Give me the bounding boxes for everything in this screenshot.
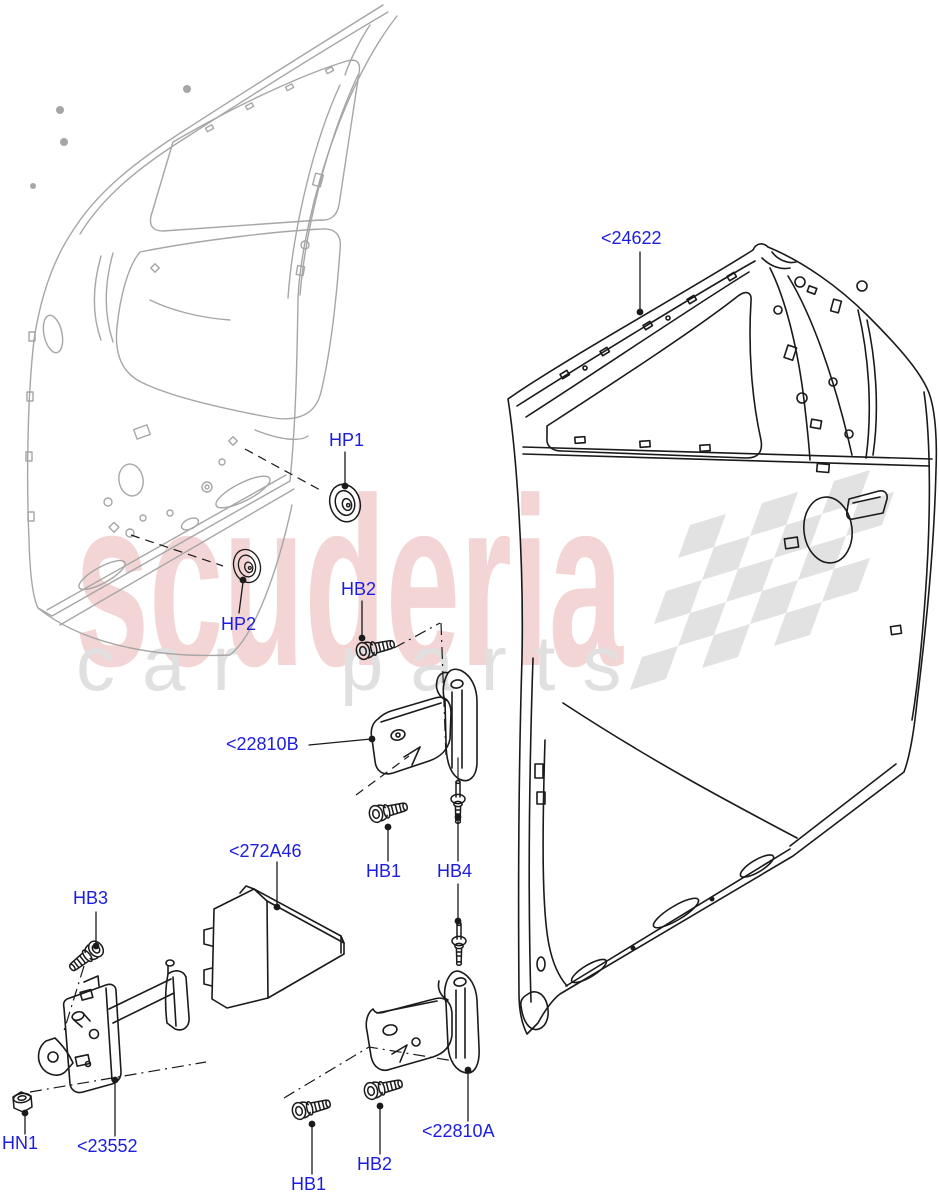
bolt-hb3 (64, 937, 108, 977)
bolt-hb1-upper (366, 797, 410, 825)
nut-hn1 (12, 1091, 33, 1113)
door-check-strap-drawing (37, 959, 190, 1094)
callout-hb2-upper[interactable]: HB2 (341, 579, 377, 599)
bolt-hb2-lower (361, 1074, 405, 1102)
watermark-brand: scuderia (75, 448, 623, 716)
checkered-flag-watermark (630, 470, 894, 690)
callout-part-23552[interactable]: <23552 (77, 1136, 138, 1156)
upper-hinge-drawing (370, 668, 478, 782)
callout-part-272a46[interactable]: <272A46 (229, 841, 302, 861)
callout-hb3[interactable]: HB3 (73, 888, 109, 908)
callout-hn1[interactable]: HN1 (2, 1133, 39, 1153)
inner-door-panel-drawing (25, 4, 398, 657)
callout-part-22810a[interactable]: <22810A (422, 1121, 495, 1141)
callout-hb2-lower[interactable]: HB2 (357, 1154, 393, 1174)
bolt-hb1-lower (289, 1094, 333, 1122)
check-strap-cover-drawing (203, 885, 345, 1009)
construction-lines (29, 448, 455, 1099)
lower-hinge-drawing (365, 970, 480, 1074)
callout-hb4[interactable]: HB4 (437, 861, 473, 881)
watermark-word-car: car (76, 619, 266, 707)
callout-hb1-upper[interactable]: HB1 (366, 861, 402, 881)
callout-hb1-lower[interactable]: HB1 (291, 1174, 327, 1194)
stud-hb4-lower (451, 921, 467, 966)
leader-lines (21, 251, 644, 1175)
watermark-word-parts: parts (340, 619, 649, 707)
callout-hp2[interactable]: HP2 (221, 614, 257, 634)
callout-part-24622[interactable]: <24622 (601, 228, 662, 248)
callout-part-22810b[interactable]: <22810B (226, 734, 299, 754)
callout-hp1[interactable]: HP1 (329, 430, 365, 450)
outer-door-panel-drawing (507, 243, 938, 1035)
grommet-hp2 (229, 545, 265, 587)
